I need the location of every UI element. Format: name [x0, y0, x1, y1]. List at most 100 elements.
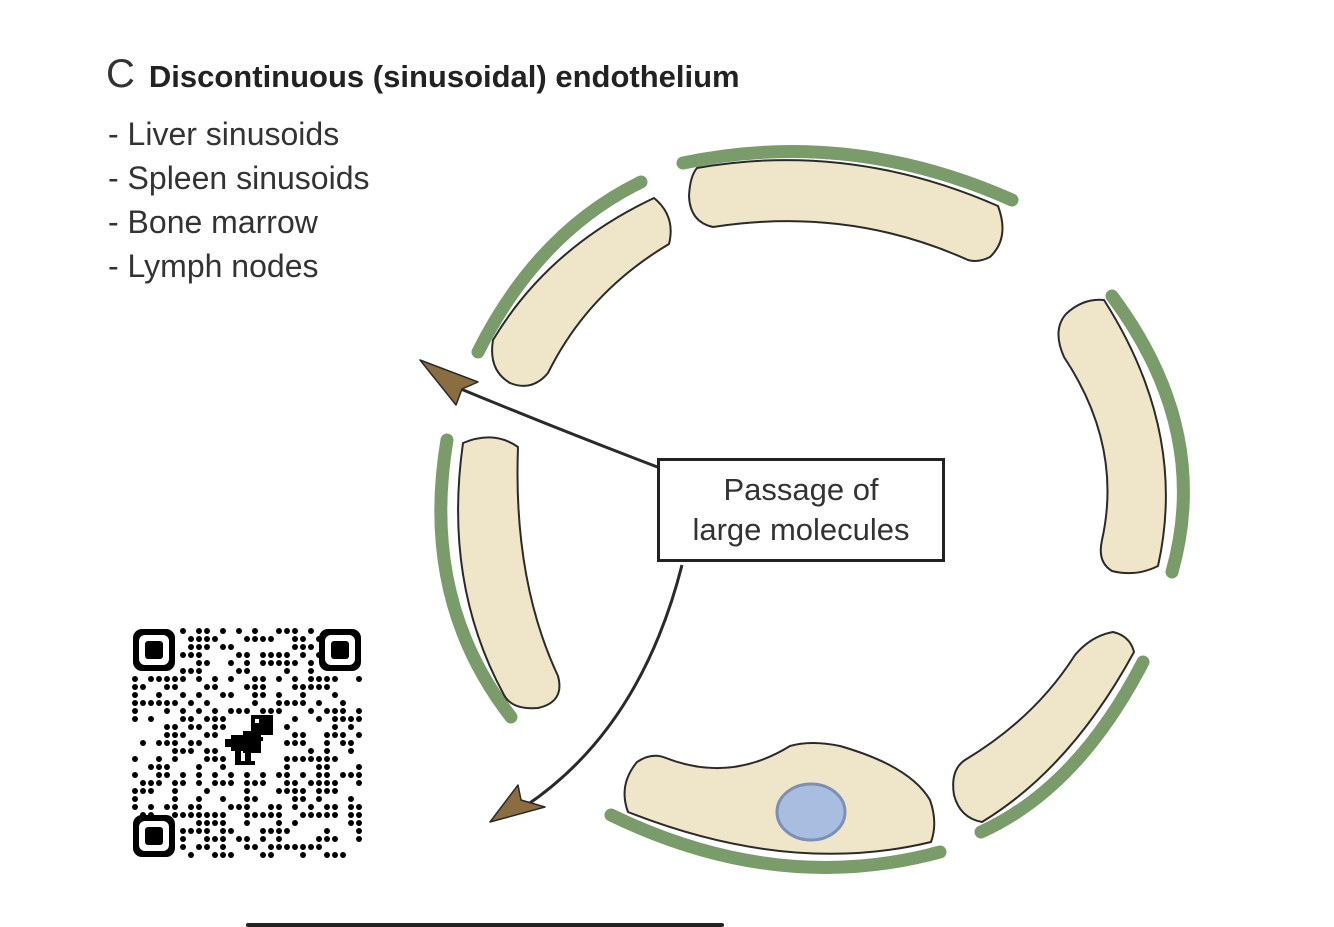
qr-module — [188, 740, 194, 746]
qr-module — [276, 812, 282, 818]
qr-module — [148, 788, 154, 794]
qr-module — [300, 772, 306, 778]
qr-module — [252, 796, 258, 802]
qr-module — [284, 740, 290, 746]
qr-module — [156, 700, 162, 706]
qr-module — [220, 812, 226, 818]
qr-module — [228, 660, 234, 666]
qr-module — [204, 748, 210, 754]
qr-module — [252, 636, 258, 642]
qr-module — [292, 636, 298, 642]
qr-module — [164, 764, 170, 770]
qr-finder-top-left — [133, 629, 175, 671]
qr-module — [220, 716, 226, 722]
qr-module — [324, 740, 330, 746]
qr-module — [228, 644, 234, 650]
qr-module — [172, 756, 178, 762]
qr-module — [156, 692, 162, 698]
qr-module — [268, 852, 274, 858]
qr-module — [276, 828, 282, 834]
qr-module — [188, 828, 194, 834]
qr-module — [188, 700, 194, 706]
qr-module — [180, 676, 186, 682]
qr-module — [188, 748, 194, 754]
qr-module — [276, 628, 282, 634]
qr-module — [356, 820, 362, 826]
qr-module — [164, 684, 170, 690]
qr-module — [156, 764, 162, 770]
qr-module — [300, 732, 306, 738]
qr-module — [284, 628, 290, 634]
qr-module — [212, 852, 218, 858]
qr-module — [260, 636, 266, 642]
qr-module — [356, 732, 362, 738]
qr-module — [220, 820, 226, 826]
qr-module — [244, 772, 250, 778]
endothelial-cell-top — [688, 159, 1004, 262]
qr-module — [324, 732, 330, 738]
qr-module — [324, 708, 330, 714]
qr-module — [244, 660, 250, 666]
qr-module — [260, 812, 266, 818]
qr-module — [292, 684, 298, 690]
qr-module — [196, 644, 202, 650]
qr-module — [324, 780, 330, 786]
qr-module — [244, 844, 250, 850]
qr-code-icon[interactable] — [131, 627, 363, 859]
qr-module — [132, 788, 138, 794]
qr-module — [132, 708, 138, 714]
qr-module — [300, 700, 306, 706]
qr-module — [332, 852, 338, 858]
tissue-examples-list: - Liver sinusoids - Spleen sinusoids - B… — [108, 112, 369, 288]
qr-module — [284, 724, 290, 730]
qr-module — [172, 788, 178, 794]
basement-membrane-upper-left — [471, 175, 648, 359]
qr-module — [332, 716, 338, 722]
list-item: - Spleen sinusoids — [108, 160, 370, 196]
qr-module — [300, 636, 306, 642]
qr-module — [292, 676, 298, 682]
qr-module — [284, 780, 290, 786]
dinosaur-icon — [225, 715, 273, 765]
qr-module — [212, 676, 218, 682]
qr-module — [356, 828, 362, 834]
qr-module — [180, 652, 186, 658]
qr-module — [180, 836, 186, 842]
qr-module — [156, 772, 162, 778]
qr-module — [260, 780, 266, 786]
qr-module — [348, 716, 354, 722]
qr-module — [196, 820, 202, 826]
qr-module — [292, 644, 298, 650]
qr-module — [220, 852, 226, 858]
qr-module — [268, 660, 274, 666]
qr-module — [212, 724, 218, 730]
arrow-lower-line — [523, 564, 684, 809]
qr-module — [252, 844, 258, 850]
qr-module — [164, 804, 170, 810]
qr-module — [292, 780, 298, 786]
qr-module — [332, 724, 338, 730]
qr-module — [316, 700, 322, 706]
qr-module — [332, 756, 338, 762]
qr-module — [212, 780, 218, 786]
qr-module — [292, 788, 298, 794]
qr-module — [292, 820, 298, 826]
qr-module — [180, 812, 186, 818]
qr-module — [252, 684, 258, 690]
qr-module — [196, 812, 202, 818]
qr-module — [164, 700, 170, 706]
nucleus — [775, 782, 847, 842]
qr-module — [276, 836, 282, 842]
qr-module — [172, 780, 178, 786]
qr-module — [204, 788, 210, 794]
qr-module — [308, 708, 314, 714]
qr-module — [276, 692, 282, 698]
qr-module — [268, 812, 274, 818]
qr-module — [300, 644, 306, 650]
qr-module — [268, 804, 274, 810]
qr-module — [340, 700, 346, 706]
qr-module — [332, 732, 338, 738]
qr-module — [188, 668, 194, 674]
qr-module — [308, 684, 314, 690]
